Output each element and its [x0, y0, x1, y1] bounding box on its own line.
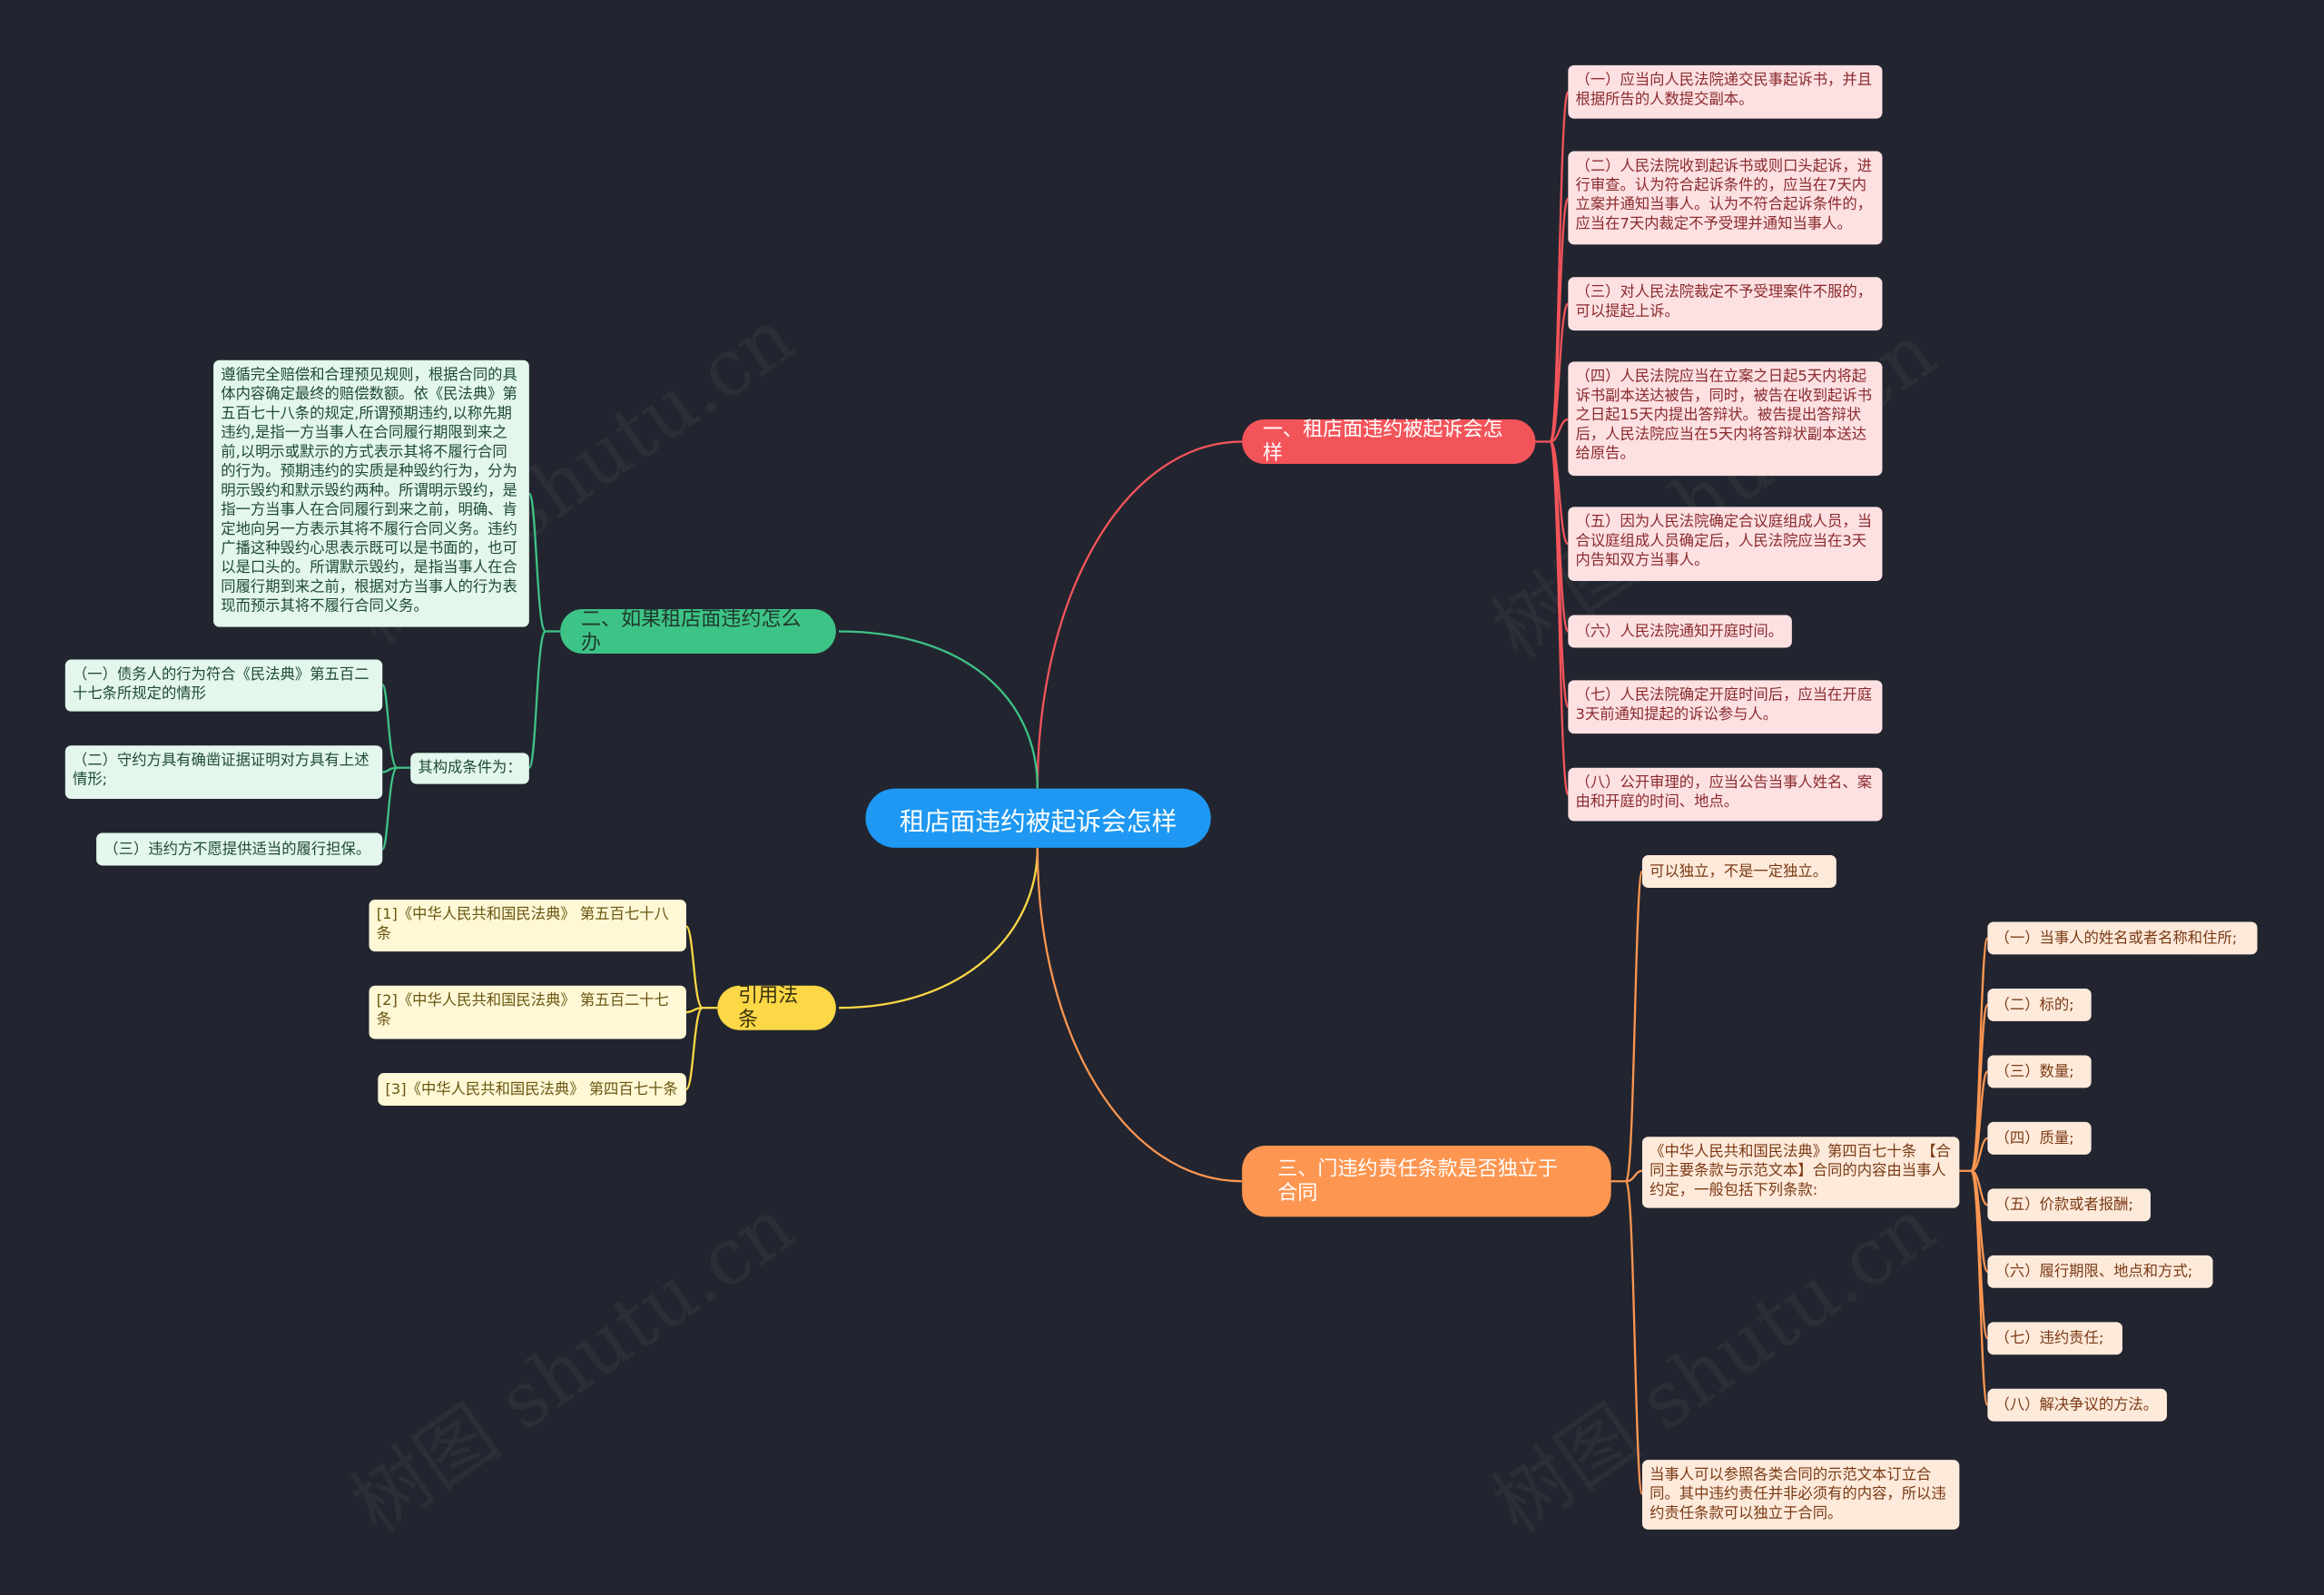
wire-branch4-leaf [1624, 870, 1644, 1183]
wire-clause-leaf [1970, 1070, 1989, 1172]
leaf-condition-3[interactable]: （三）违约方不愿提供适当的履行担保。 [96, 832, 383, 866]
wire-root-branch2 [839, 630, 1039, 789]
leaf-clause-3[interactable]: （三）数量; [1987, 1055, 2092, 1088]
wire-root-branch3 [839, 847, 1039, 1009]
root-topic[interactable]: 租店面违约被起诉会怎样 [865, 788, 1211, 848]
wire-branch1-leaf [1549, 91, 1570, 443]
branch-liability-clause[interactable]: 三、门违约责任条款是否独立于合同 [1242, 1146, 1611, 1217]
wire-branch2-desc [527, 492, 547, 633]
leaf-condition-2[interactable]: （二）守约方具有确凿证据证明对方具有上述情形; [64, 745, 383, 799]
wire-branch4-leaf [1625, 1169, 1643, 1183]
leaf-step-8[interactable]: （八）公开审理的，应当公告当事人姓名、案由和开庭的时间、地点。 [1568, 767, 1883, 822]
leaf-law-578[interactable]: [1]《中华人民共和国民法典》 第五百七十八条 [369, 900, 686, 952]
leaf-step-2[interactable]: （二）人民法院收到起诉书或则口头起诉，进行审查。认为符合起诉条件的，应当在7天内… [1568, 151, 1883, 245]
branch-litigation-process[interactable]: 一、租店面违约被起诉会怎样 [1242, 418, 1536, 466]
leaf-clause-7[interactable]: （七）违约责任; [1987, 1322, 2122, 1355]
leaf-clause-6[interactable]: （六）履行期限、地点和方式; [1987, 1255, 2213, 1288]
branch-cited-laws[interactable]: 引用法条 [717, 984, 836, 1031]
leaf-step-4[interactable]: （四）人民法院应当在立案之日起5天内将起诉书副本送达被告，同时，被告在收到起诉书… [1568, 361, 1883, 477]
leaf-step-1[interactable]: （一）应当向人民法院递交民事起诉书，并且根据所告的人数提交副本。 [1568, 64, 1883, 119]
leaf-article-470[interactable]: 《中华人民共和国民法典》第四百七十条 【合同主要条款与示范文本】合同的内容由当事… [1641, 1137, 1960, 1208]
branch-breach-remedy[interactable]: 二、如果租店面违约怎么办 [560, 607, 836, 655]
wire-clause-leaf [1970, 1169, 1989, 1406]
leaf-step-5[interactable]: （五）因为人民法院确定合议庭组成人员，当合议庭组成人员确定后，人民法院应当在3天… [1568, 507, 1883, 581]
leaf-law-470[interactable]: [3]《中华人民共和国民法典》 第四百七十条 [378, 1073, 686, 1106]
wire-branch3-leaf [684, 925, 704, 1009]
wire-cond-leaf [381, 684, 399, 769]
leaf-clause-4[interactable]: （四）质量; [1987, 1121, 2092, 1155]
leaf-law-527[interactable]: [2]《中华人民共和国民法典》 第五百二十七条 [369, 985, 686, 1039]
wire-branch4-leaf [1624, 1180, 1644, 1495]
wire-branch1-leaf [1549, 302, 1570, 443]
leaf-condition-1[interactable]: （一）债务人的行为符合《民法典》第五百二十七条所规定的情形 [64, 659, 383, 712]
wire-clause-leaf [1970, 1003, 1989, 1172]
leaf-step-3[interactable]: （三）对人民法院裁定不予受理案件不服的，可以提起上诉。 [1568, 277, 1883, 331]
wire-branch3-leaf [684, 1007, 704, 1091]
leaf-anticipatory-breach[interactable]: 遵循完全赔偿和合理预见规则，根据合同的具体内容确定最终的赔偿数额。依《民法典》第… [213, 359, 529, 627]
leaf-clause-1[interactable]: （一）当事人的姓名或者名称和住所; [1987, 921, 2258, 955]
wire-cond-leaf [381, 766, 399, 851]
leaf-can-be-independent[interactable]: 可以独立，不是一定独立。 [1641, 855, 1837, 888]
wire-branch2-cond [527, 630, 547, 769]
wire-branch1-leaf [1549, 440, 1570, 796]
wire-clause-leaf [1970, 1137, 1988, 1172]
leaf-clause-8[interactable]: （八）解决争议的方法。 [1987, 1388, 2167, 1422]
leaf-model-contract[interactable]: 当事人可以参照各类合同的示范文本订立合同。其中违约责任并非必须有的内容，所以违约… [1641, 1460, 1960, 1530]
leaf-clause-5[interactable]: （五）价款或者报酬; [1987, 1188, 2151, 1222]
wire-root-branch1 [1036, 440, 1243, 789]
wire-root-branch4 [1036, 847, 1243, 1183]
leaf-step-7[interactable]: （七）人民法院确定开庭时间后，应当在开庭3天前通知提起的诉讼参与人。 [1568, 680, 1883, 734]
leaf-clause-2[interactable]: （二）标的; [1987, 988, 2092, 1021]
wire-branch1-leaf [1550, 418, 1569, 443]
leaf-step-6[interactable]: （六）人民法院通知开庭时间。 [1568, 615, 1792, 648]
leaf-conditions-label[interactable]: 其构成条件为： [410, 753, 529, 784]
